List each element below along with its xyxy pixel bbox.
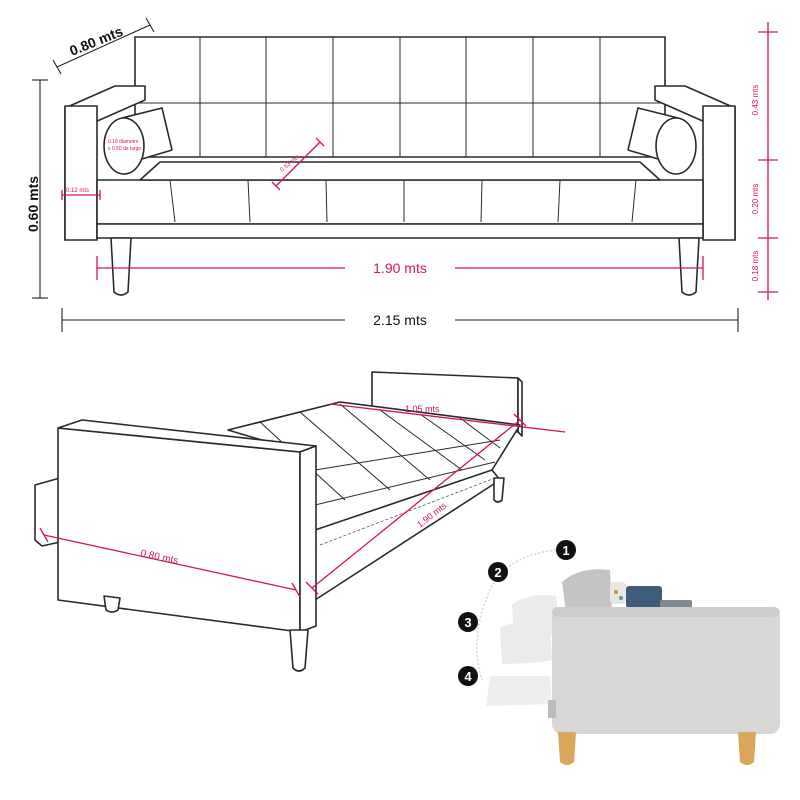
backrest-ghost-4 [486, 676, 552, 706]
arm-width-label: 0.12 mts [66, 188, 89, 194]
arm-width-dimension-line [61, 190, 101, 200]
vertical-height-dimensions [758, 22, 778, 300]
sofa-seat-front [96, 179, 704, 225]
total-width-dimension-line [61, 308, 739, 332]
left-arm-front [64, 105, 98, 241]
position-marker-3: 3 [458, 612, 478, 632]
position-marker-1: 1 [556, 540, 576, 560]
right-leg [678, 237, 700, 296]
backrest-ghost-3 [500, 619, 552, 664]
bed-far-leg [493, 477, 505, 503]
bed-view: 1.05 mts 1.90 mts 0.80 mts [34, 371, 566, 672]
recline-positions: 1 2 3 4 [458, 540, 780, 765]
bed-width-label: 1.05 mts [405, 404, 440, 414]
position-3-label: 3 [464, 615, 471, 630]
left-bolster [103, 107, 173, 175]
position-marker-4: 4 [458, 666, 478, 686]
seat-width-label: 1.90 mts [373, 260, 427, 276]
bolster-length-label: x 0.50 de largo [108, 146, 141, 152]
position-marker-2: 2 [488, 562, 508, 582]
depth-dimension-line [52, 17, 155, 75]
left-leg [110, 237, 132, 296]
bed-width-dimension-line [329, 403, 566, 433]
height-label: 0.60 mts [25, 176, 41, 232]
bed-depth-dimension-line [39, 527, 301, 598]
bed-mattress-tufting [259, 403, 501, 541]
sofa-photo-arm [552, 607, 780, 734]
bed-near-arm-outer [57, 427, 301, 633]
position-arc [476, 549, 557, 681]
backrest-tufting [135, 37, 665, 157]
cushion-depth-dimension-line [271, 137, 325, 191]
depth-label: 0.80 mts [67, 23, 125, 59]
seat-cushion-top [139, 161, 661, 181]
right-bolster [627, 107, 697, 175]
leg-height-label: 0.18 mts [751, 251, 760, 282]
bed-near-leg-left [103, 595, 121, 613]
pillow-patterned [610, 582, 626, 604]
photo-leg-right [738, 732, 756, 765]
sofa-frame-rail [96, 223, 704, 239]
back-height-label: 0.43 mts [751, 85, 760, 116]
seat-width-dimension-line [96, 256, 704, 280]
position-1-label: 1 [562, 543, 569, 558]
pillow-blue [626, 586, 662, 608]
front-view: 0.80 mts 0.60 mts 2.15 mts 1.90 mts [25, 17, 778, 332]
bolster-diameter-label: 0.18 diametro [108, 139, 139, 145]
bed-length-dimension-line [305, 413, 527, 595]
photo-leg-left [558, 732, 576, 765]
backrest-upright [562, 569, 612, 612]
height-dimension-line [32, 79, 48, 299]
seat-height-label: 0.20 mts [751, 184, 760, 215]
bed-near-arm-inner [299, 445, 317, 633]
total-width-label: 2.15 mts [373, 312, 427, 328]
seat-tufting [169, 179, 637, 223]
right-arm-front [702, 105, 736, 241]
position-2-label: 2 [494, 565, 501, 580]
bed-near-leg-right [289, 629, 309, 672]
position-4-label: 4 [464, 669, 472, 684]
